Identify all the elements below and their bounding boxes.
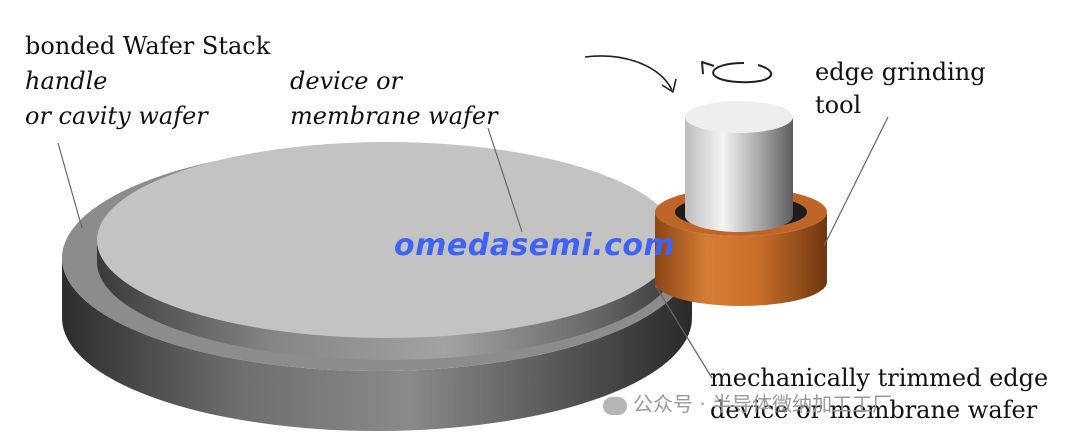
tool-label-line1: edge grinding bbox=[815, 58, 986, 86]
device-wafer-top bbox=[97, 142, 677, 338]
stack-title-label: bonded Wafer Stack bbox=[25, 32, 271, 60]
site-watermark: omedasemi.com bbox=[394, 228, 676, 263]
leader-lines bbox=[57, 116, 889, 379]
feed-direction-arrow-icon bbox=[584, 55, 677, 93]
trimmed-edge-label-line2: device or membrane wafer bbox=[710, 396, 1038, 424]
tool-shaft bbox=[685, 117, 793, 232]
grinding-wheel-side bbox=[655, 212, 827, 306]
handle-wafer-label-line1: handle bbox=[25, 67, 108, 95]
device-wafer-side bbox=[97, 240, 677, 360]
handle-leader-line bbox=[57, 142, 83, 229]
wechat-icon bbox=[603, 396, 627, 415]
trimmed-edge-label-line1: mechanically trimmed edge bbox=[710, 364, 1049, 392]
trim-leader-line bbox=[654, 284, 713, 379]
rotation-arrow-icon bbox=[701, 61, 773, 84]
handle-wafer-label-line2: or cavity wafer bbox=[25, 102, 208, 130]
device-wafer-label-line1: device or bbox=[290, 67, 402, 95]
account-watermark-text: 公众号 · 半导体微纳加工工厂 bbox=[633, 392, 893, 416]
device-wafer bbox=[97, 142, 677, 360]
edge-grinding-tool bbox=[655, 101, 827, 306]
tool-shaft-top bbox=[685, 101, 793, 133]
account-watermark: 公众号 · 半导体微纳加工工厂 bbox=[603, 388, 892, 417]
device-leader-line bbox=[487, 127, 523, 233]
device-wafer-label-line2: membrane wafer bbox=[290, 102, 498, 130]
tool-label-line2: tool bbox=[815, 91, 862, 119]
tool-leader-line bbox=[823, 116, 889, 247]
handle-wafer-side bbox=[62, 258, 692, 431]
